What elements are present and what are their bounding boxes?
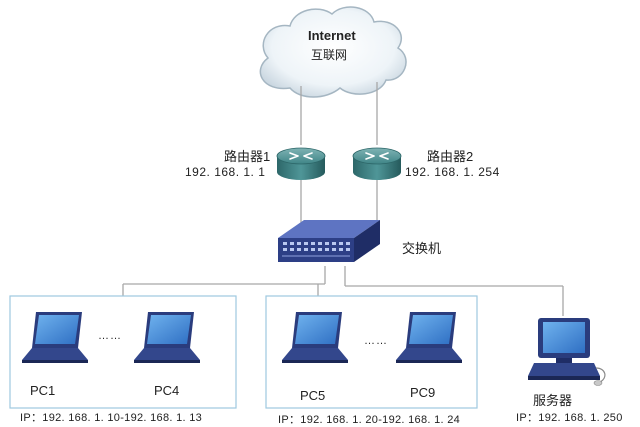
internet-cloud-icon (259, 6, 407, 98)
switch-icon (278, 220, 380, 262)
laptop-pc9-icon (396, 312, 462, 363)
router1-icon (276, 147, 326, 180)
laptop-pc1-icon (22, 312, 88, 363)
server-icon (528, 318, 606, 386)
router1-name: 路由器1 (224, 149, 271, 164)
pc4-label: PC4 (154, 383, 180, 398)
pc5-label: PC5 (300, 388, 326, 403)
cloud-subtitle: 互联网 (311, 48, 348, 62)
router2-name: 路由器2 (427, 149, 474, 164)
server-ip: IP：192. 168. 1. 250 (516, 412, 623, 424)
cloud-title: Internet (308, 28, 356, 43)
group1-ip: IP：192. 168. 1. 10-192. 168. 1. 13 (20, 412, 203, 424)
router2-icon (352, 147, 402, 180)
laptop-pc5-icon (282, 312, 348, 363)
pc1-label: PC1 (30, 383, 56, 398)
router2-ip: 192. 168. 1. 254 (405, 165, 500, 179)
group1-ellipsis: …… (98, 330, 122, 342)
switch-label: 交换机 (402, 241, 442, 256)
group2-ip: IP：192. 168. 1. 20-192. 168. 1. 24 (278, 414, 461, 426)
group2-ellipsis: …… (364, 335, 388, 347)
pc-group-2-box (265, 295, 478, 409)
router1-ip: 192. 168. 1. 1 (185, 165, 266, 179)
pc9-label: PC9 (410, 385, 436, 400)
pc-group-1-box (9, 295, 237, 409)
network-links (122, 82, 564, 316)
laptop-pc4-icon (134, 312, 200, 363)
server-label: 服务器 (533, 393, 573, 408)
